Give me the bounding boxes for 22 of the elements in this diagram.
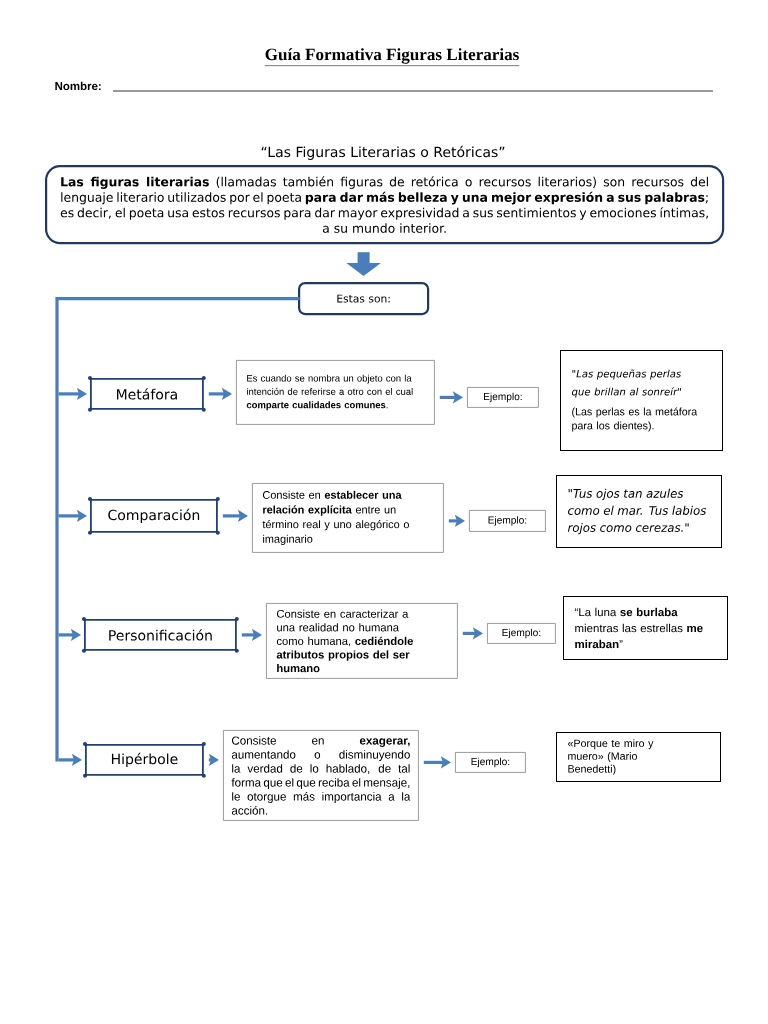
example-box: "Las pequeñas perlas que brillan al sonreír" (Las perlas es la metáfora para los dientes). (560, 350, 723, 451)
term-box: Personificación (82, 617, 239, 653)
term-box: Comparación (88, 497, 220, 535)
definition-box: Consiste en caracterizar a una realidad no humana como humana, cediéndole atributos propios del ser humano (266, 603, 458, 679)
definition-box: Es cuando se nombra un objeto con la intención de referirse a otro con el cual comparte cualidades comunes. (236, 360, 435, 425)
example-tag: Ejemplo: (455, 752, 526, 773)
example-box: «Porque te miro y muero» (Mario Benedetti) (556, 732, 721, 782)
definition-box: Consiste en establecer una relación explícita entre un término real y uno alegórico o imaginario (252, 483, 444, 553)
example-box: “La luna se burlaba mientras las estrellas me miraban” (563, 596, 728, 660)
example-tag: Ejemplo: (469, 510, 546, 532)
example-box: "Tus ojos tan azules como el mar. Tus labios rojos como cerezas." (556, 475, 722, 548)
term-box: Metáfora (88, 376, 206, 412)
example-tag: Ejemplo: (487, 623, 556, 644)
field-label: Nombre: (55, 81, 101, 91)
rounded-box: Estas son: (298, 282, 430, 316)
intro-box: Las figuras literarias (llamadas también figuras de retórica o recursos literarios) son recursos del lenguaje literario utilizados por el poeta para dar más belleza y una mejor expresión a sus palabras; es decir, el poeta usa estos recursos para dar mayor expresividad a sus sentimientos y emociones íntimas, a su mundo interior. (45, 165, 725, 245)
connector-line (55, 297, 300, 762)
term-box: Hipérbole (83, 742, 206, 778)
heading: “Las Figuras Literarias o Retóricas” (261, 145, 505, 160)
definition-box: Consiste en exagerar, aumentando o disminuyendo la verdad de lo hablado, de tal forma que el que reciba el mensaje, le otorgue más importancia a la acción. (223, 730, 419, 821)
example-tag: Ejemplo: (467, 387, 539, 408)
title: Guía Formativa Figuras Literarias (264, 48, 520, 66)
